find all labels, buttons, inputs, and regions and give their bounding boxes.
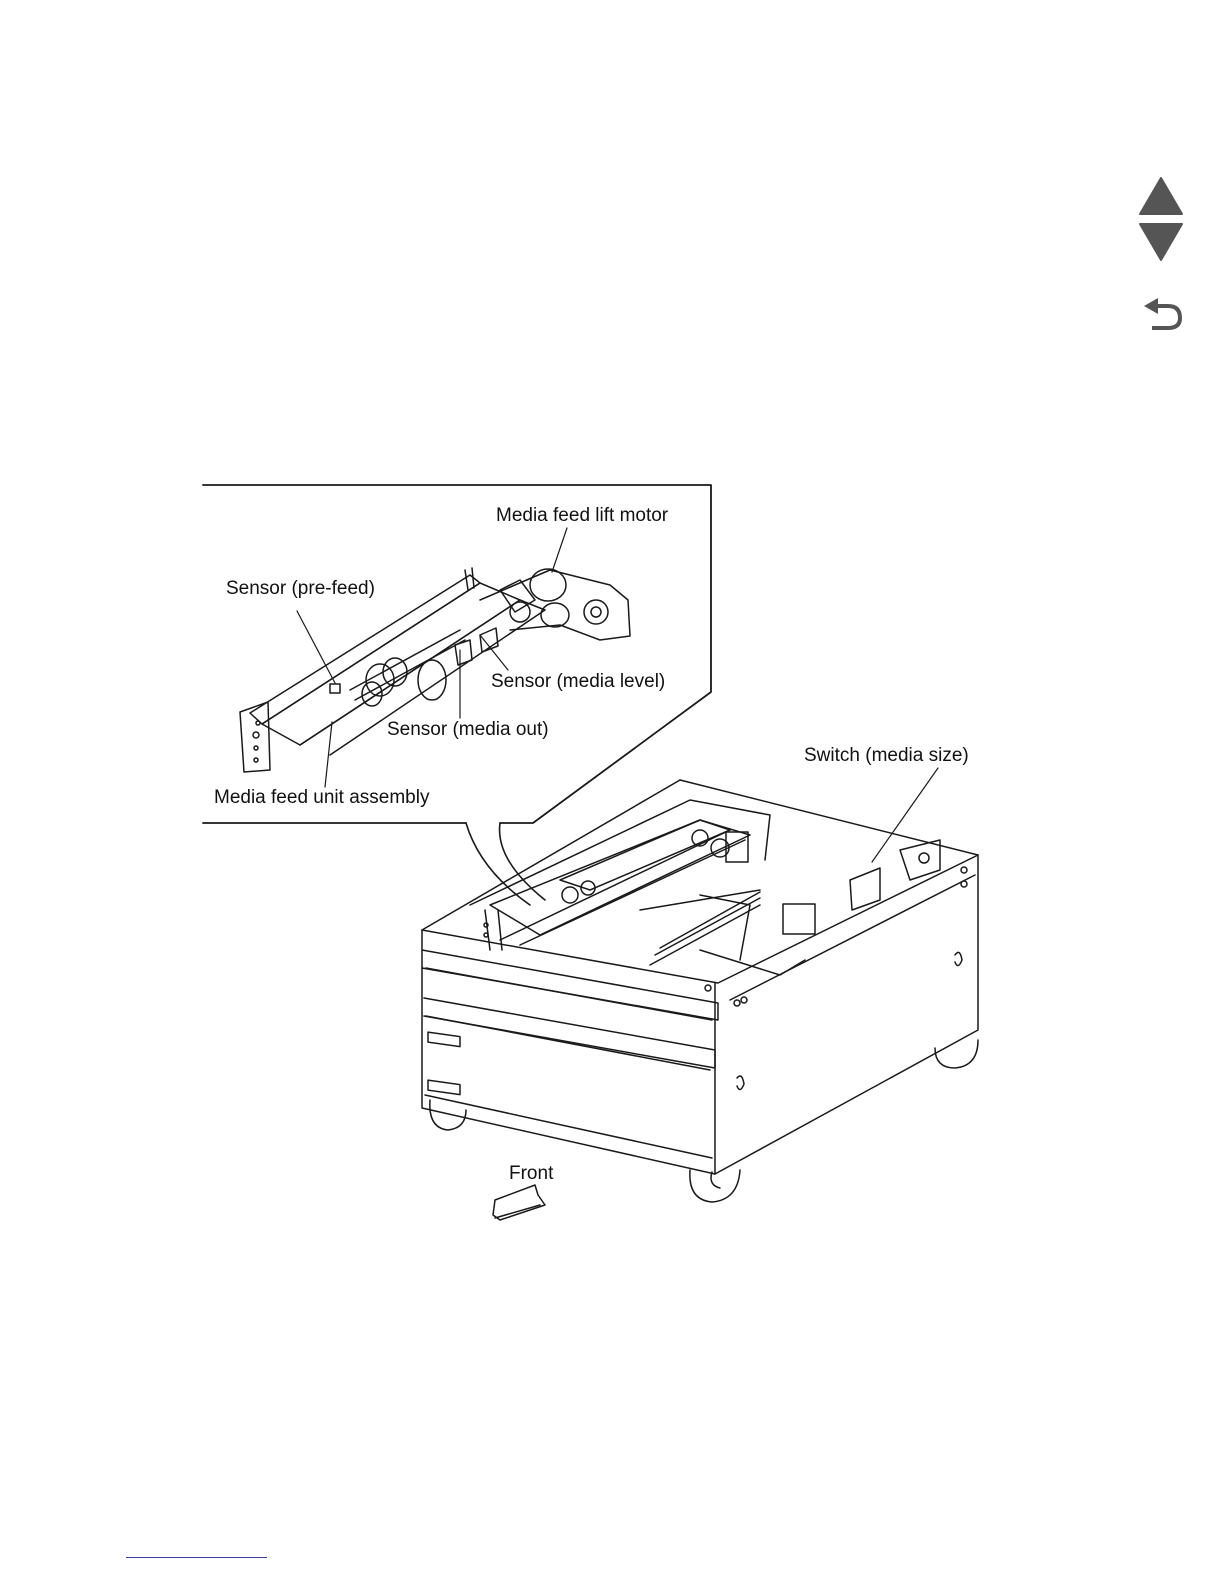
- callout-media-feed-lift-motor: Media feed lift motor: [496, 505, 668, 527]
- callout-leader-lines: [297, 528, 938, 862]
- tray-cabinet-drawing: [422, 780, 978, 1202]
- front-arrow-icon: [493, 1185, 545, 1220]
- callout-front: Front: [509, 1163, 553, 1185]
- callout-switch-media-size: Switch (media size): [804, 745, 969, 767]
- callout-media-feed-unit-assembly: Media feed unit assembly: [214, 787, 429, 809]
- callout-sensor-pre-feed: Sensor (pre-feed): [226, 578, 375, 600]
- callout-sensor-media-level: Sensor (media level): [491, 671, 665, 693]
- footer-link-underline[interactable]: [126, 1557, 267, 1558]
- callout-sensor-media-out: Sensor (media out): [387, 719, 549, 741]
